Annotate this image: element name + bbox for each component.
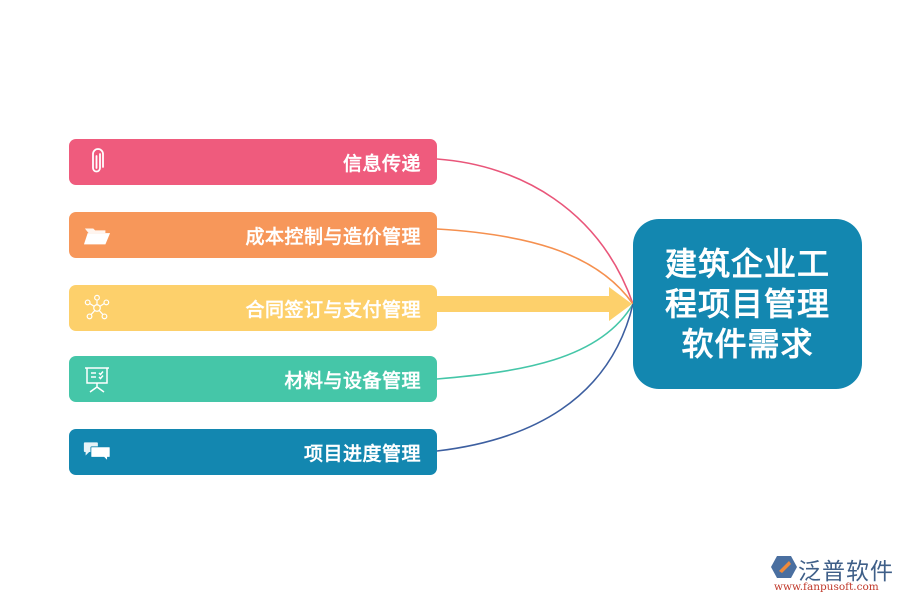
node-label: 合同签订与支付管理 <box>245 298 421 321</box>
fanpu-logo-icon <box>771 556 797 578</box>
watermark-url: www.fanpusoft.com <box>774 581 879 593</box>
folder-icon <box>83 221 111 249</box>
node-label: 材料与设备管理 <box>284 369 421 392</box>
watermark-brand: 泛普软件 <box>798 559 894 585</box>
node-label: 成本控制与造价管理 <box>245 225 421 248</box>
node-materials-equipment[interactable]: 材料与设备管理 <box>69 356 437 402</box>
central-title-line: 程项目管理 <box>664 285 830 323</box>
chat-bubbles-icon <box>83 438 111 466</box>
arrow-connector <box>437 287 632 321</box>
network-icon <box>83 294 111 322</box>
node-info-transfer[interactable]: 信息传递 <box>69 139 437 185</box>
node-label: 项目进度管理 <box>303 442 421 465</box>
presentation-board-icon <box>83 365 111 393</box>
central-title-line: 软件需求 <box>681 325 814 363</box>
node-contract-payment[interactable]: 合同签订与支付管理 <box>69 285 437 331</box>
paperclip-icon <box>83 148 111 176</box>
watermark-logo: 泛普软件 www.fanpusoft.com <box>768 552 898 597</box>
central-topic[interactable]: 建筑企业工 程项目管理 软件需求 <box>633 219 862 389</box>
central-title-line: 建筑企业工 <box>664 245 830 283</box>
node-label: 信息传递 <box>342 152 421 175</box>
node-cost-control[interactable]: 成本控制与造价管理 <box>69 212 437 258</box>
node-project-schedule[interactable]: 项目进度管理 <box>69 429 437 475</box>
central-topic-title: 建筑企业工 程项目管理 软件需求 <box>665 244 830 364</box>
